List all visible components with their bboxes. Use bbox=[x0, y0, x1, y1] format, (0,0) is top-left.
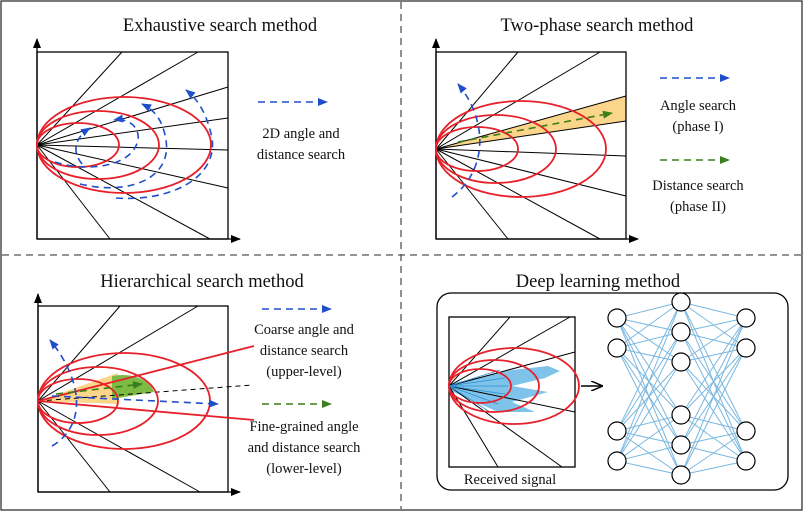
hidden-node bbox=[671, 405, 691, 425]
distance-ellipses bbox=[435, 100, 607, 198]
coarse-distance-arrow bbox=[51, 395, 219, 408]
distance-ellipses bbox=[448, 347, 580, 425]
legend-line: distance search bbox=[257, 147, 346, 163]
panel-hierarchical: Hierarchical search method bbox=[34, 272, 361, 496]
legend-line: distance search bbox=[260, 343, 349, 359]
panel-exhaustive: Exhaustive search method bbox=[33, 16, 346, 243]
panel-title: Deep learning method bbox=[516, 272, 681, 292]
legend-hierarchical: Coarse angle and distance search (upper-… bbox=[248, 305, 361, 477]
fine-search-arrow bbox=[55, 381, 143, 395]
distance-ellipses bbox=[36, 96, 212, 194]
legend-line: 2D angle and bbox=[262, 126, 340, 142]
legend-line: (upper-level) bbox=[266, 364, 342, 380]
search-arrows bbox=[54, 89, 214, 200]
legend-line: (phase I) bbox=[672, 119, 723, 135]
plot-frame bbox=[435, 51, 627, 240]
hidden-node bbox=[671, 322, 691, 342]
angle-search-arrow bbox=[451, 83, 481, 198]
legend-line: (phase II) bbox=[670, 199, 726, 215]
received-signal-plot: Received signal bbox=[448, 316, 580, 488]
input-node bbox=[607, 338, 627, 358]
plot-area bbox=[33, 38, 241, 243]
input-node bbox=[607, 308, 627, 328]
received-signal-label: Received signal bbox=[464, 472, 556, 488]
input-node bbox=[607, 451, 627, 471]
hidden-node bbox=[671, 292, 691, 312]
legend-line: Distance search bbox=[652, 178, 744, 194]
panel-deep-learning: Deep learning method bbox=[436, 272, 789, 491]
output-node bbox=[736, 338, 756, 358]
signal-beams bbox=[448, 369, 508, 413]
hidden-node bbox=[671, 435, 691, 455]
output-node bbox=[736, 421, 756, 441]
angle-rays bbox=[435, 51, 627, 240]
nn-nodes bbox=[607, 292, 756, 485]
signal-shape bbox=[449, 366, 560, 412]
legend-line: Coarse angle and bbox=[254, 322, 355, 338]
legend-exhaustive: 2D angle and distance search bbox=[257, 98, 346, 163]
nn-edges bbox=[616, 301, 747, 476]
legend-line: Fine-grained angle bbox=[249, 419, 358, 435]
plot-area bbox=[34, 293, 255, 496]
input-node bbox=[607, 421, 627, 441]
method-box bbox=[436, 292, 789, 491]
legend-line: and distance search bbox=[248, 440, 361, 456]
coarse-angle-arrow bbox=[49, 339, 78, 447]
legend-line: Angle search bbox=[660, 98, 737, 114]
output-node bbox=[736, 451, 756, 471]
panel-title: Hierarchical search method bbox=[100, 272, 304, 292]
angle-rays bbox=[448, 316, 576, 468]
hidden-node bbox=[671, 465, 691, 485]
distance-search-arrow bbox=[457, 110, 613, 143]
angle-rays bbox=[36, 51, 229, 240]
output-node bbox=[736, 308, 756, 328]
panel-title: Exhaustive search method bbox=[123, 16, 318, 36]
neural-network bbox=[607, 292, 756, 485]
panel-title: Two-phase search method bbox=[501, 16, 695, 36]
plot-area bbox=[432, 38, 639, 243]
legend-line: (lower-level) bbox=[266, 461, 342, 477]
hidden-node bbox=[671, 352, 691, 372]
panel-two-phase: Two-phase search method bbox=[432, 16, 744, 243]
legend-two-phase: Angle search (phase I) Distance search (… bbox=[652, 74, 744, 215]
